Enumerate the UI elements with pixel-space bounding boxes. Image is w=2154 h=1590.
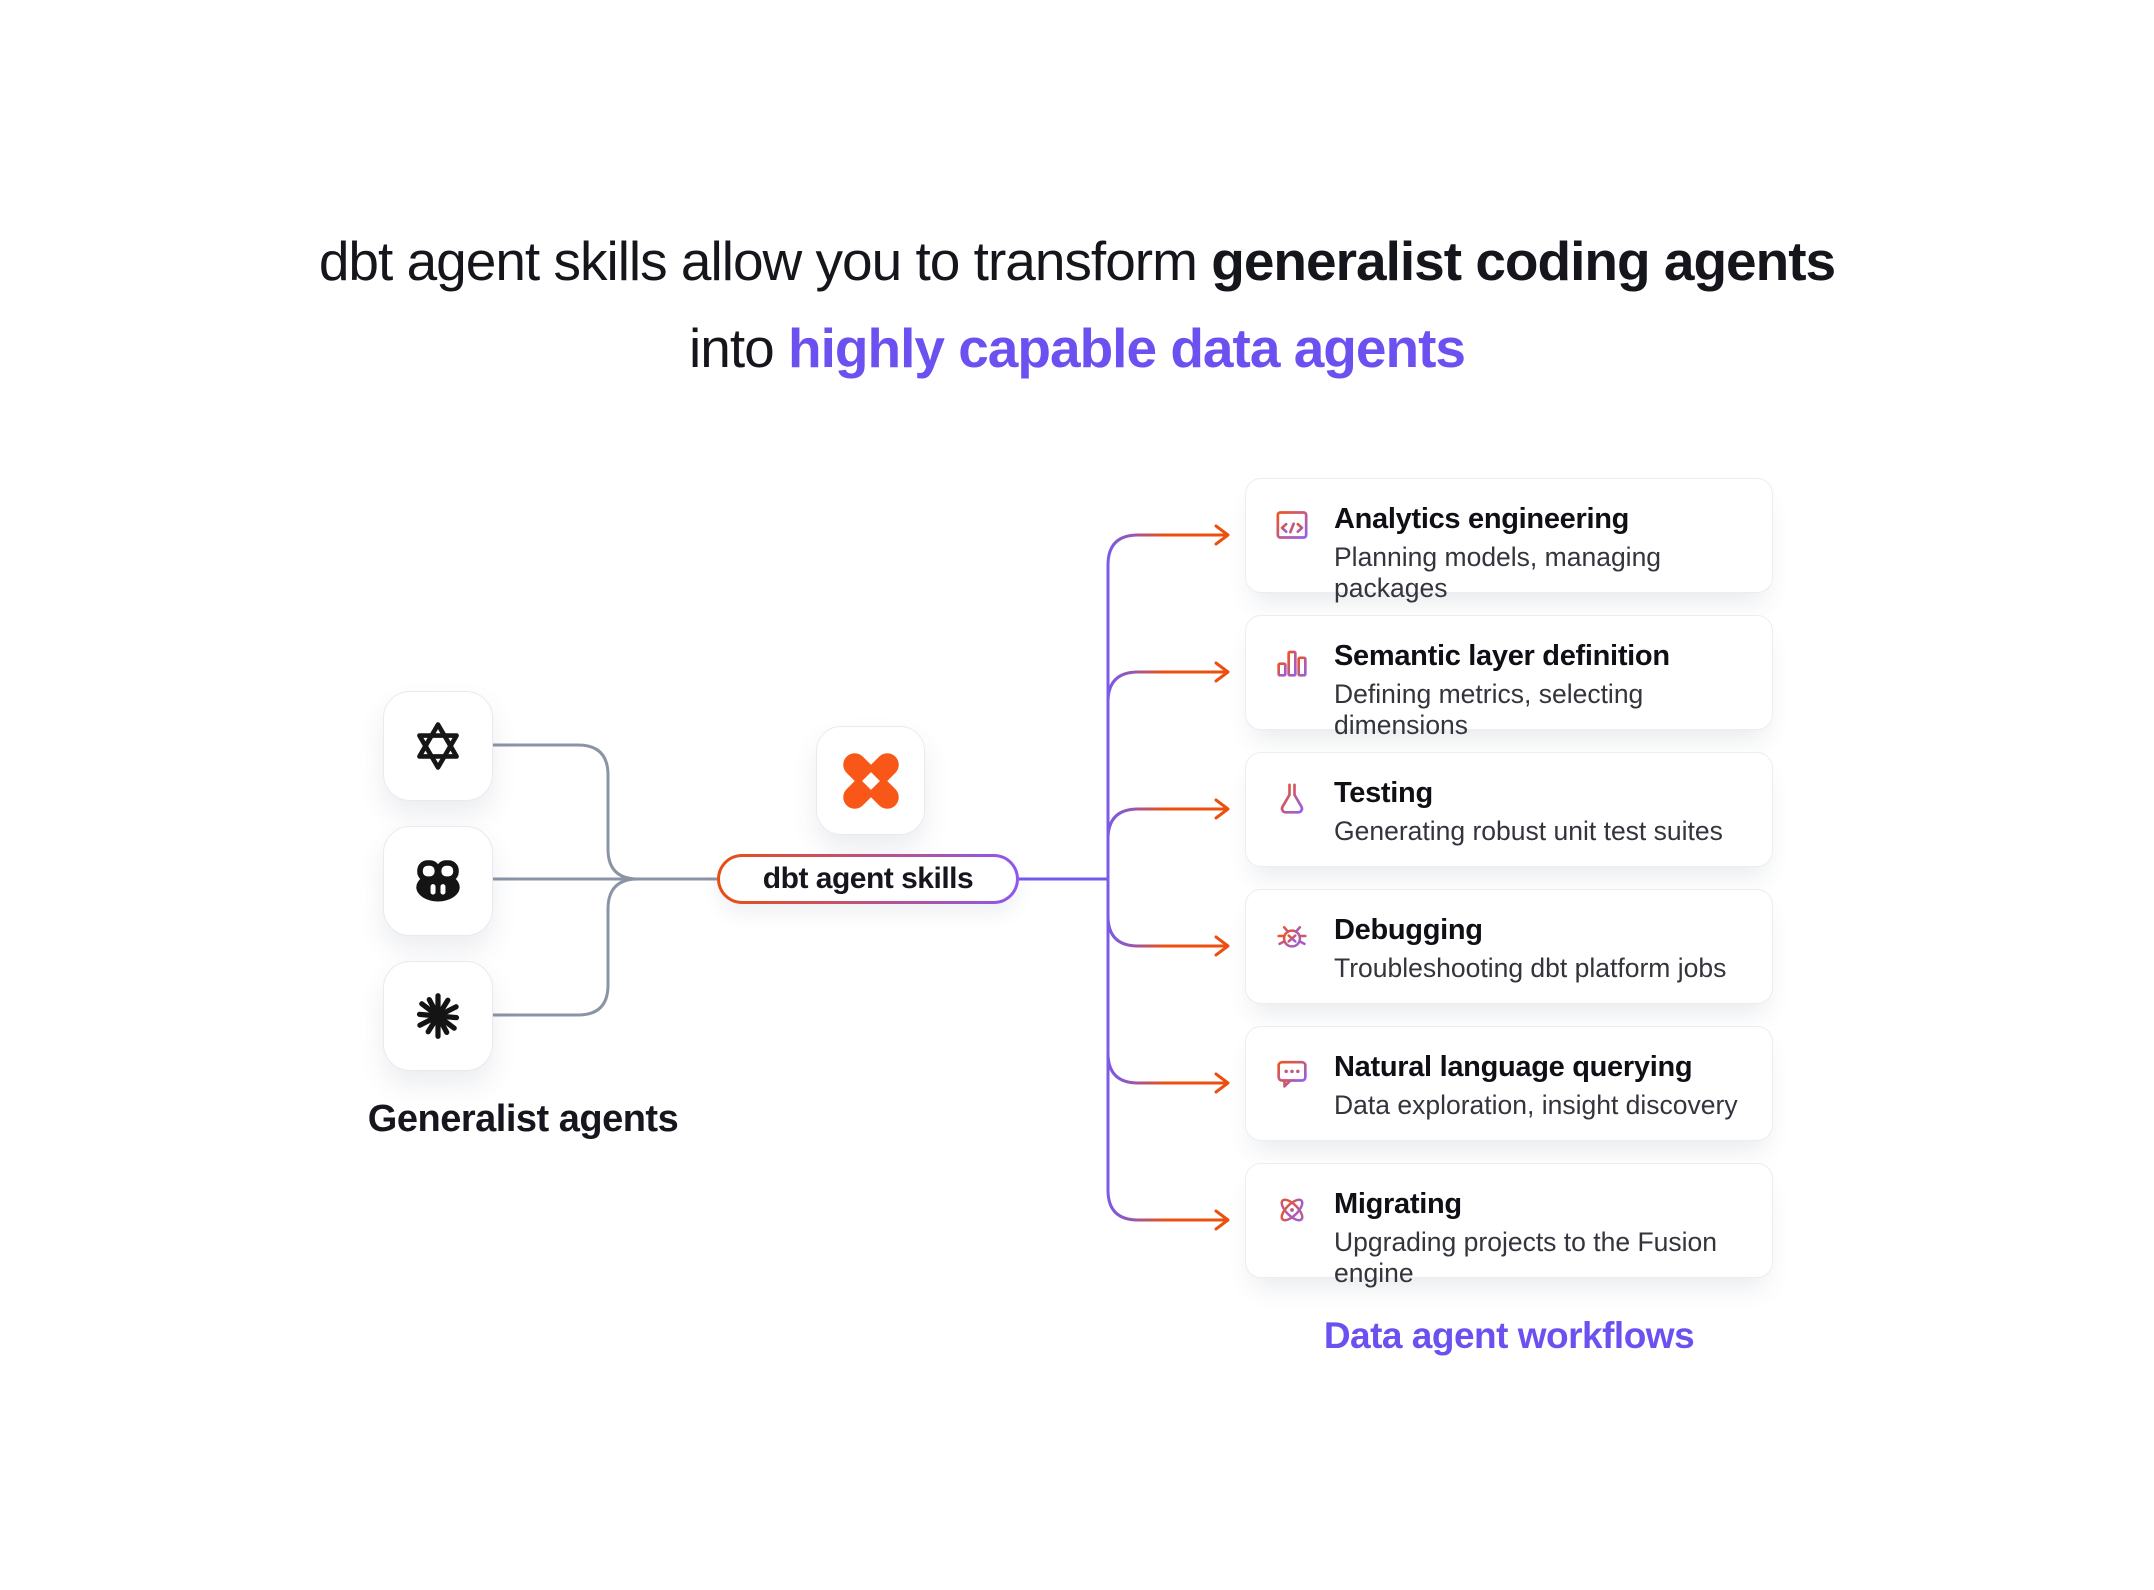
agent-card-anthropic (383, 961, 493, 1071)
arrowhead-icons (1214, 524, 1230, 1231)
workflow-card-migrating: Migrating Upgrading projects to the Fusi… (1245, 1163, 1773, 1288)
page-title: dbt agent skills allow you to transform … (0, 218, 2154, 392)
agent-card-openai (383, 691, 493, 801)
title-regular-text2: into (689, 317, 788, 379)
workflow-card-debugging: Debugging Troubleshooting dbt platform j… (1245, 889, 1773, 1004)
card-title: Analytics engineering (1334, 503, 1630, 535)
bug-icon (1277, 926, 1307, 948)
workflow-card-analytics-engineering: Analytics engineering Planning models, m… (1245, 478, 1773, 603)
title-bold-text: generalist coding agents (1211, 230, 1836, 292)
workflow-card-semantic-layer: Semantic layer definition Defining metri… (1245, 615, 1773, 740)
github-copilot-logo-icon (416, 860, 460, 902)
card-title: Natural language querying (1334, 1051, 1693, 1083)
workflow-card-natural-language-querying: Natural language querying Data explorati… (1245, 1026, 1773, 1141)
openai-logo-icon (417, 722, 459, 770)
dbt-logo-card (816, 726, 925, 835)
card-title: Testing (1334, 777, 1433, 809)
card-text: Natural language querying Data explorati… (1334, 1051, 1738, 1121)
card-text: Testing Generating robust unit test suit… (1334, 777, 1723, 847)
card-subtitle: Data exploration, insight discovery (1334, 1090, 1738, 1120)
agent-card-github-copilot (383, 826, 493, 936)
card-text: Debugging Troubleshooting dbt platform j… (1334, 914, 1726, 984)
card-subtitle: Planning models, managing packages (1334, 542, 1662, 603)
card-subtitle: Upgrading projects to the Fusion engine (1334, 1227, 1717, 1288)
card-text: Analytics engineering Planning models, m… (1334, 503, 1772, 604)
card-subtitle: Defining metrics, selecting dimensions (1334, 679, 1644, 740)
generalist-agents-label: Generalist agents (367, 1098, 679, 1140)
chat-bubble-icon (1277, 1060, 1307, 1088)
dbt-agent-skills-pill: dbt agent skills (717, 854, 1019, 904)
data-agent-workflows-label: Data agent workflows (1323, 1315, 1695, 1356)
atom-icon (1280, 1198, 1304, 1222)
title-purple-text: highly capable data agents (788, 317, 1466, 379)
workflow-card-testing: Testing Generating robust unit test suit… (1245, 752, 1773, 867)
title-regular-text: dbt agent skills allow you to transform (318, 230, 1212, 292)
workflow-branches (1106, 533, 1226, 1222)
dbt-logo-icon (842, 752, 899, 809)
card-text: Migrating Upgrading projects to the Fusi… (1334, 1188, 1772, 1289)
page-title-line2: into highly capable data agents (0, 305, 2154, 392)
flask-icon (1280, 783, 1304, 814)
card-title: Migrating (1334, 1188, 1462, 1220)
code-window-icon (1276, 511, 1308, 539)
card-subtitle: Generating robust unit test suites (1334, 816, 1723, 846)
card-title: Semantic layer definition (1334, 640, 1670, 672)
bar-chart-icon (1277, 650, 1307, 677)
card-title: Debugging (1334, 914, 1483, 946)
generalist-connectors (493, 743, 717, 1017)
dbt-agent-skills-pill-label: dbt agent skills (720, 857, 1016, 901)
anthropic-starburst-logo-icon (416, 993, 460, 1039)
card-subtitle: Troubleshooting dbt platform jobs (1334, 953, 1727, 983)
page-title-line1: dbt agent skills allow you to transform … (0, 218, 2154, 305)
card-text: Semantic layer definition Defining metri… (1334, 640, 1772, 741)
